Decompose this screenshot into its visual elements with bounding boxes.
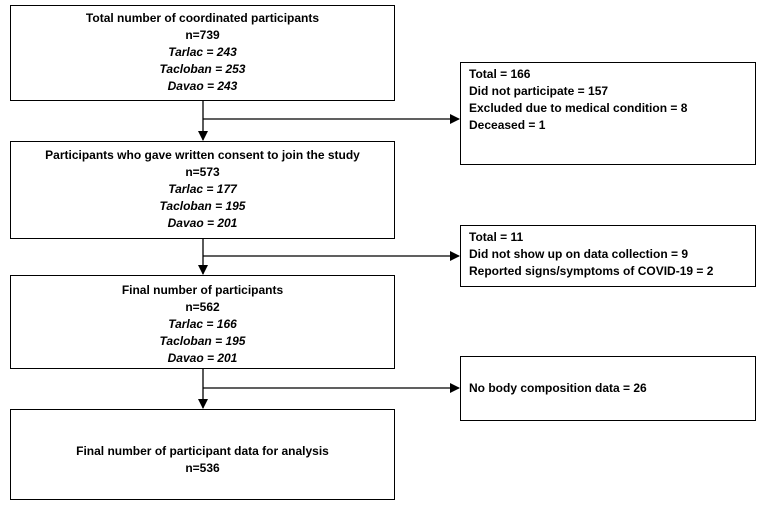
site-davao: Davao = 201 <box>167 216 238 230</box>
site-tarlac: Tarlac = 243 <box>168 45 237 59</box>
box-title: Participants who gave written consent to… <box>45 148 360 162</box>
exclusion-item: Deceased = 1 <box>469 118 546 132</box>
exclusion-item: Excluded due to medical condition = 8 <box>469 101 688 115</box>
site-tacloban: Tacloban = 195 <box>159 199 246 213</box>
consent-participants-box: Participants who gave written consent to… <box>10 141 395 239</box>
exclusion-total: Total = 11 <box>469 230 524 244</box>
site-tarlac: Tarlac = 177 <box>168 182 237 196</box>
exclusion-box-2: Total = 11 Did not show up on data colle… <box>460 225 756 287</box>
coordinated-participants-box: Total number of coordinated participants… <box>10 5 395 101</box>
site-tacloban: Tacloban = 253 <box>159 62 246 76</box>
exclusion-box-1: Total = 166 Did not participate = 157 Ex… <box>460 62 756 165</box>
exclusion-item: Did not participate = 157 <box>469 84 609 98</box>
box-count: n=562 <box>185 300 220 314</box>
site-davao: Davao = 201 <box>167 351 238 365</box>
box-count: n=573 <box>185 165 220 179</box>
exclusion-item: Reported signs/symptoms of COVID-19 = 2 <box>469 264 714 278</box>
final-participants-box: Final number of participants n=562 Tarla… <box>10 275 395 369</box>
site-tacloban: Tacloban = 195 <box>159 334 246 348</box>
exclusion-item: Did not show up on data collection = 9 <box>469 247 689 261</box>
exclusion-total: Total = 166 <box>469 67 531 81</box>
site-davao: Davao = 243 <box>167 79 238 93</box>
site-tarlac: Tarlac = 166 <box>168 317 237 331</box>
analysis-participants-box: Final number of participant data for ana… <box>10 409 395 500</box>
box-title: Final number of participants <box>121 283 284 297</box>
box-count: n=739 <box>185 28 220 42</box>
box-title: Final number of participant data for ana… <box>76 444 329 458</box>
box-title: Total number of coordinated participants <box>85 11 320 25</box>
exclusion-box-3: No body composition data = 26 <box>460 356 756 421</box>
box-count: n=536 <box>185 461 220 475</box>
exclusion-item: No body composition data = 26 <box>469 381 647 395</box>
